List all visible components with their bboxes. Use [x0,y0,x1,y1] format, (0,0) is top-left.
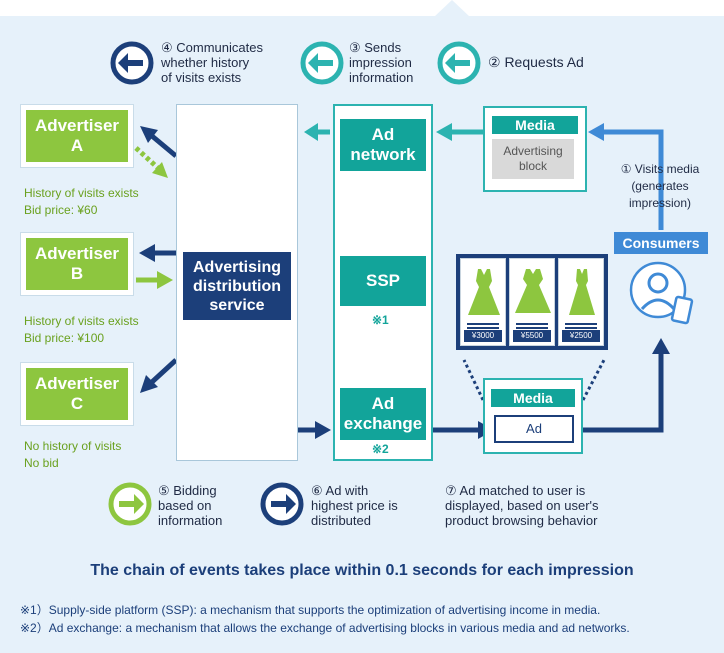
price-tag: ¥5500 [513,330,551,342]
dotted-link-left [462,359,485,401]
dress-icon [569,269,595,315]
price-tag: ¥3000 [464,330,502,342]
arrow-ads-to-advertiser-b [139,244,176,262]
advertiser-b-note: History of visits exists Bid price: ¥100 [24,314,139,345]
dress-icon [515,269,551,313]
legend-step4-line: of visits exists [161,70,242,85]
advertiser-c-note: No history of visits No bid [24,439,122,470]
legend-step5-line: ⑤ Bidding [158,483,217,498]
dotted-link-right [581,359,606,401]
arrow-left-icon [110,41,154,85]
product-2: ¥5500 [509,258,555,346]
arrow-right-icon [260,482,304,526]
legend-step7-line: displayed, based on user's [445,498,599,513]
arrow-ads-to-exchange [298,421,331,439]
headline: The chain of events takes place within 0… [90,562,634,579]
product-line [467,323,499,325]
consumers-label: Consumers [614,232,708,254]
product-line [565,323,597,325]
tablet-icon [670,295,694,325]
arrow-left-icon [437,41,481,85]
exchange-footnote-mark: ※2 [372,442,389,456]
media-bottom-title: Media [491,389,575,407]
product-3: ¥2500 [558,258,604,346]
legend-step3: ③ Sends impression information [349,40,413,85]
arrow-ads-to-advertiser-a [140,126,178,158]
legend-step7-line: ⑦ Ad matched to user is [445,483,586,498]
legend-step5-line: information [158,513,223,528]
legend-step6-line: highest price is [311,498,398,513]
product-line [516,323,548,325]
product-line [565,327,597,329]
arrow-ads-to-advertiser-c [140,358,178,393]
footnote-exchange: ※2）Ad exchange: a mechanism that allows … [20,621,630,635]
arrow-to-ad-network [304,123,330,141]
legend-step7-line: product browsing behavior [445,513,598,528]
arrow-media-to-network [436,123,483,141]
legend-step3-line: information [349,70,414,85]
ssp-footnote-mark: ※1 [372,313,389,327]
ssp-block: SSP [340,256,426,306]
media-top-title: Media [492,116,578,134]
product-1: ¥3000 [460,258,506,346]
legend-step4: ④ Communicates whether history of visits… [161,40,263,85]
arrow-advertiser-b-bid [136,271,173,289]
legend-step3-line: ③ Sends [349,40,402,55]
advertiser-a-note: History of visits exists Bid price: ¥60 [24,186,139,217]
price-tag: ¥2500 [562,330,600,342]
person-icon [629,261,694,325]
legend-step2: ② Requests Ad [488,54,584,70]
product-line [516,327,548,329]
legend-step5: ⑤ Bidding based on information [158,483,222,528]
ad-slot: Ad [494,415,574,443]
arrow-right-icon [108,482,152,526]
legend-step6-line: distributed [311,513,371,528]
legend-step4-line: whether history [161,55,250,70]
footnote-ssp: ※1）Supply-side platform (SSP): a mechani… [20,603,601,617]
visits-media-text: ① Visits media (generates impression) [620,162,700,210]
advertising-block: Advertising block [492,139,574,179]
panel-notch [434,0,470,17]
arrow-consumer-to-media [588,123,664,230]
legend-step6: ⑥ Ad with highest price is distributed [311,483,398,528]
arrow-media-to-consumer [575,338,670,433]
legend-step5-line: based on [158,498,212,513]
dress-icon [468,269,500,315]
arrow-left-icon [300,41,344,85]
arrow-advertiser-a-bid [134,146,168,178]
product-line [467,327,499,329]
legend-step3-line: impression [349,55,412,70]
legend-step4-line: ④ Communicates [161,40,263,55]
legend-step7: ⑦ Ad matched to user is displayed, based… [445,483,599,528]
legend-step6-line: ⑥ Ad with [311,483,369,498]
